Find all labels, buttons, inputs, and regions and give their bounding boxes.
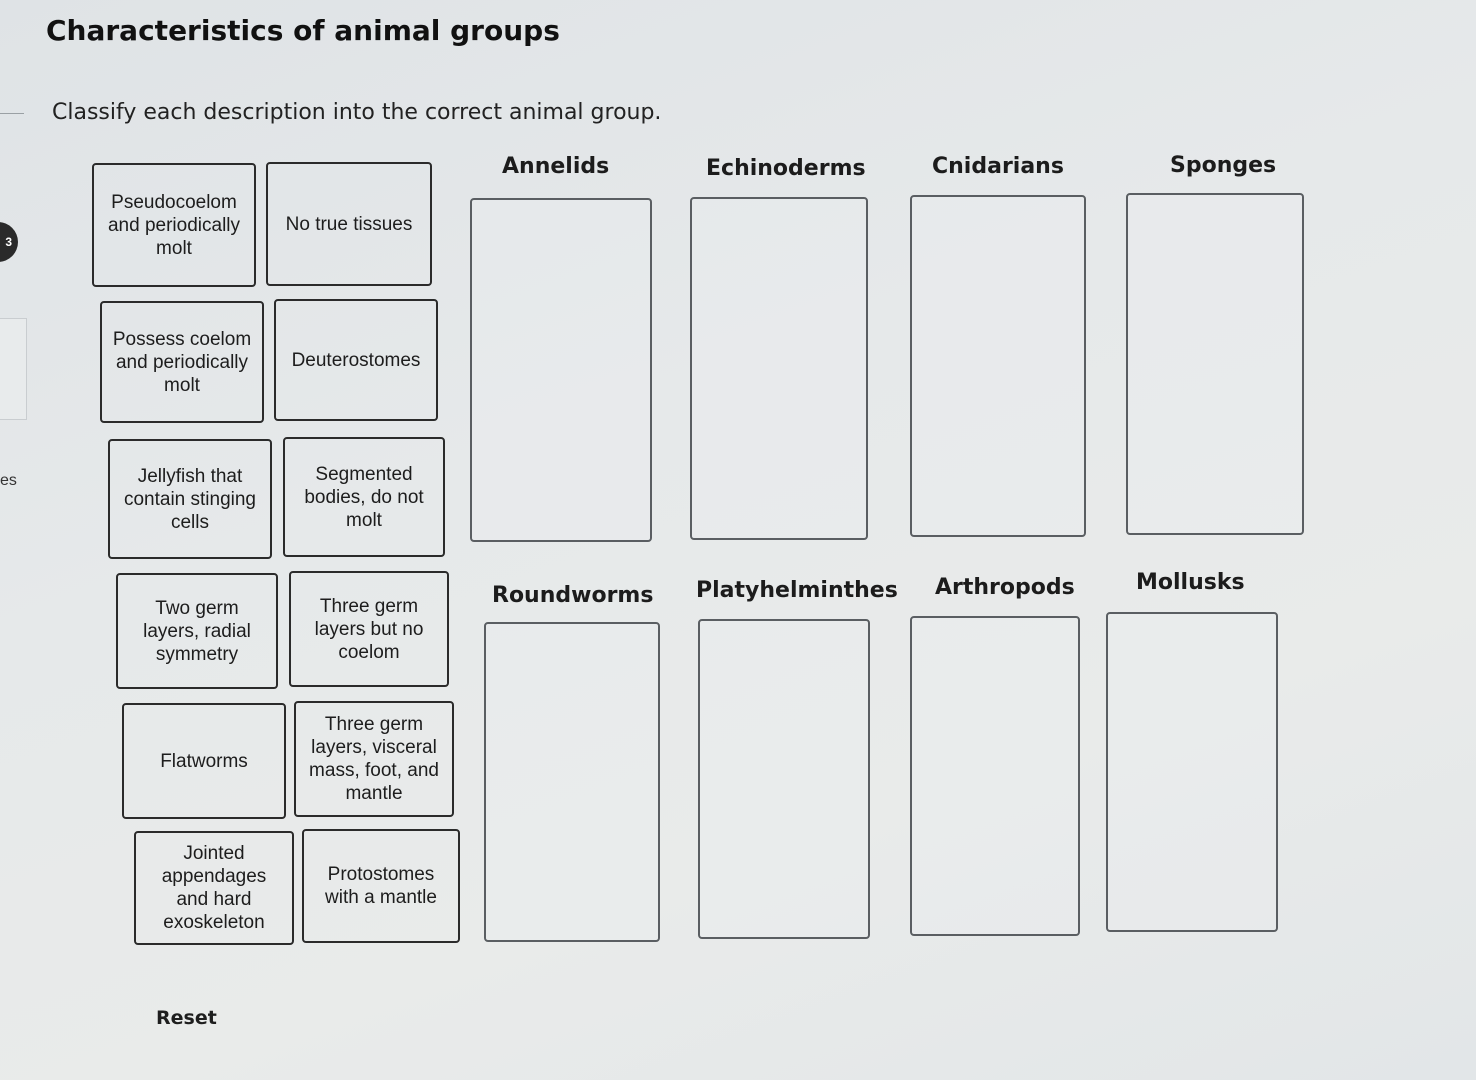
draggable-card[interactable]: Two germ layers, radial symmetry bbox=[116, 573, 278, 689]
draggable-card[interactable]: Protostomes with a mantle bbox=[302, 829, 460, 943]
drop-zone-roundworms[interactable] bbox=[484, 622, 660, 942]
group-title-sponges: Sponges bbox=[1170, 153, 1277, 178]
sidebar-panel-edge bbox=[0, 318, 27, 420]
draggable-card[interactable]: Flatworms bbox=[122, 703, 286, 819]
drop-zone-echinoderms[interactable] bbox=[690, 197, 868, 540]
draggable-card[interactable]: Segmented bodies, do not molt bbox=[283, 437, 445, 557]
group-title-platyhelminthes: Platyhelminthes bbox=[696, 578, 898, 603]
draggable-card[interactable]: Three germ layers, visceral mass, foot, … bbox=[294, 701, 454, 817]
instruction-text: Classify each description into the corre… bbox=[52, 100, 662, 125]
drop-zone-arthropods[interactable] bbox=[910, 616, 1080, 936]
drop-zone-platyhelminthes[interactable] bbox=[698, 619, 870, 939]
group-title-arthropods: Arthropods bbox=[935, 575, 1075, 600]
drop-zone-cnidarians[interactable] bbox=[910, 195, 1086, 537]
draggable-card[interactable]: Three germ layers but no coelom bbox=[289, 571, 449, 687]
draggable-card[interactable]: Deuterostomes bbox=[274, 299, 438, 421]
draggable-card[interactable]: Possess coelom and periodically molt bbox=[100, 301, 264, 423]
divider bbox=[0, 113, 24, 114]
question-number-badge[interactable]: 3 bbox=[0, 222, 18, 262]
draggable-card[interactable]: No true tissues bbox=[266, 162, 432, 286]
drop-zone-annelids[interactable] bbox=[470, 198, 652, 542]
group-title-mollusks: Mollusks bbox=[1136, 570, 1245, 595]
group-title-echinoderms: Echinoderms bbox=[706, 156, 866, 181]
draggable-card[interactable]: Jointed appendages and hard exoskeleton bbox=[134, 831, 294, 945]
draggable-card[interactable]: Pseudocoelom and periodically molt bbox=[92, 163, 256, 287]
drop-zone-sponges[interactable] bbox=[1126, 193, 1304, 535]
group-title-annelids: Annelids bbox=[502, 154, 610, 179]
group-title-roundworms: Roundworms bbox=[492, 583, 654, 608]
draggable-card[interactable]: Jellyfish that contain stinging cells bbox=[108, 439, 272, 559]
reset-button[interactable]: Reset bbox=[150, 1003, 223, 1033]
page-title: Characteristics of animal groups bbox=[46, 14, 560, 47]
group-title-cnidarians: Cnidarians bbox=[932, 154, 1064, 179]
sidebar-partial-label: es bbox=[0, 472, 17, 489]
drop-zone-mollusks[interactable] bbox=[1106, 612, 1278, 932]
